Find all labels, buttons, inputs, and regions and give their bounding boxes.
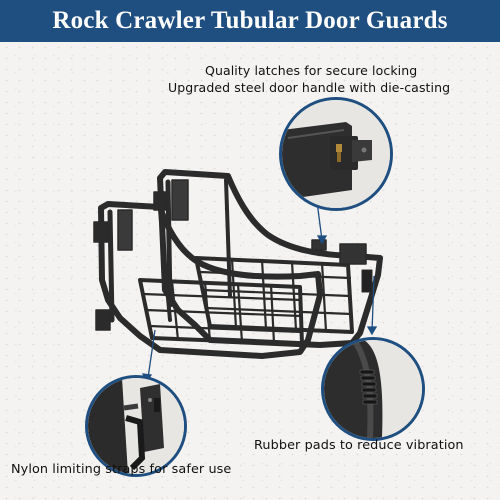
- nylon-strap-caption: Nylon limiting straps for safer use: [11, 462, 232, 477]
- rubber-pad-detail-image: [324, 340, 422, 438]
- nylon-strap-detail-bubble: [85, 375, 187, 477]
- latch-caption-line-2: Upgraded steel door handle with die-cast…: [168, 80, 451, 95]
- textured-background: [0, 42, 500, 500]
- latch-detail-bubble: [279, 97, 393, 211]
- latch-caption-line-1: Quality latches for secure locking: [205, 63, 418, 78]
- latch-detail-image: [282, 100, 390, 208]
- nylon-strap-detail-image: [88, 378, 184, 474]
- rubber-pad-caption: Rubber pads to reduce vibration: [254, 438, 464, 453]
- rubber-pad-detail-bubble: [321, 337, 425, 441]
- page-title: Rock Crawler Tubular Door Guards: [52, 7, 448, 34]
- title-banner: Rock Crawler Tubular Door Guards: [0, 0, 500, 42]
